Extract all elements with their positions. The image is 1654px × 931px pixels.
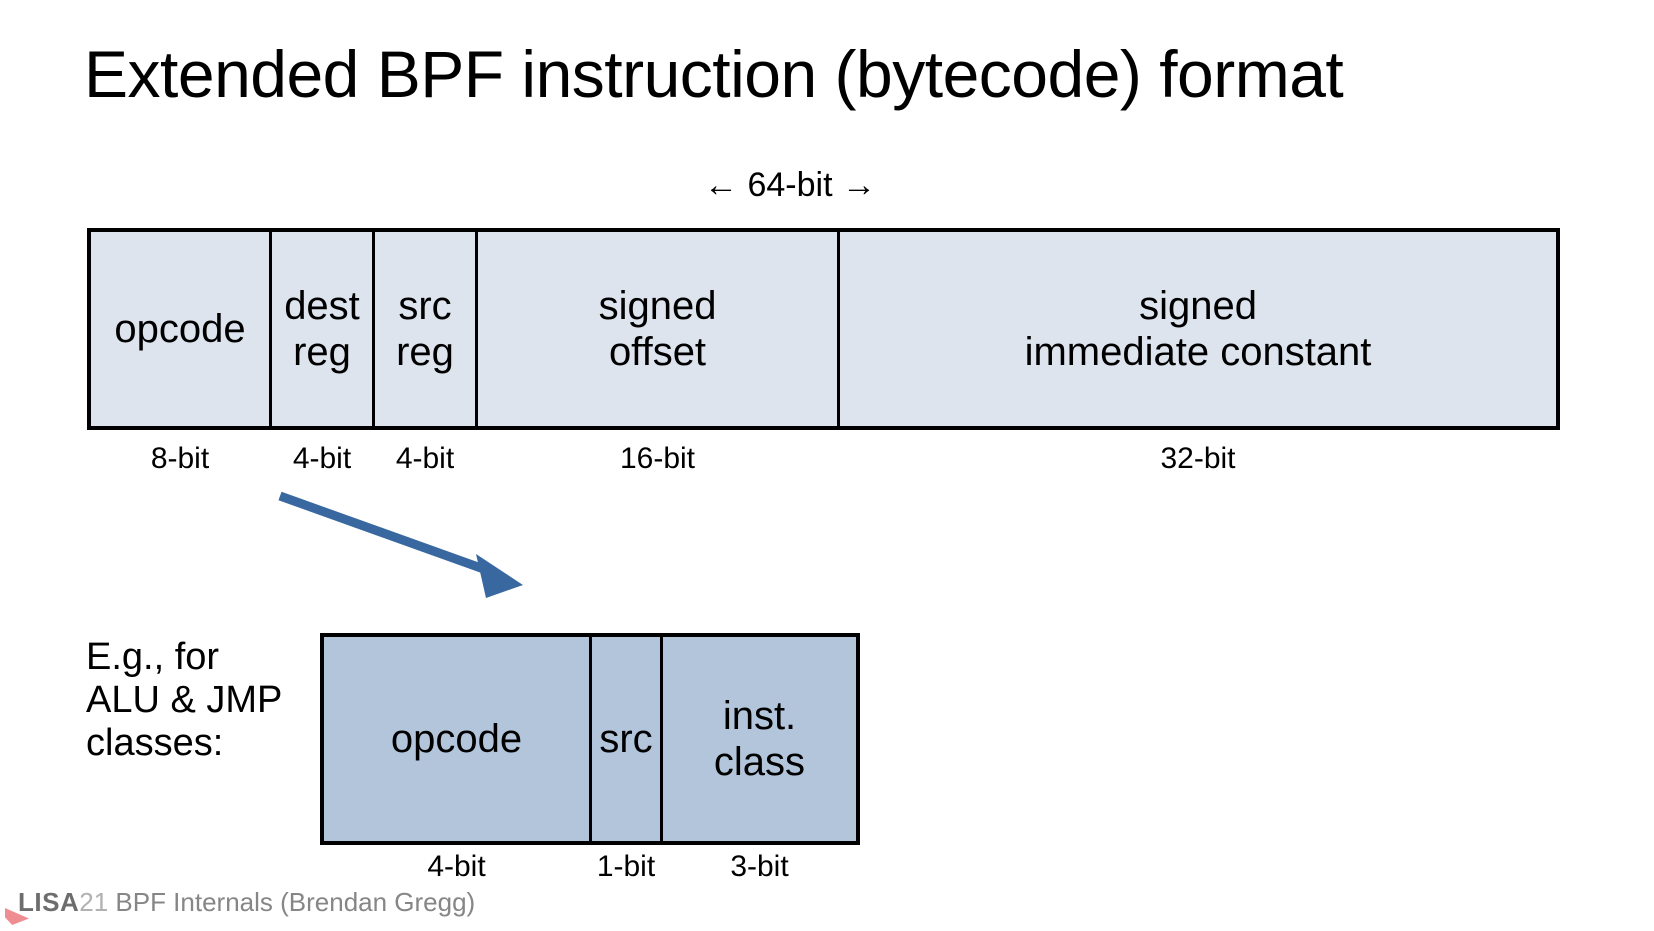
field-cell-src: src: [592, 637, 663, 841]
slide-title: Extended BPF instruction (bytecode) form…: [84, 37, 1344, 111]
bit-width-label: 1-bit: [596, 850, 656, 883]
footer-year: 21: [79, 887, 109, 917]
bit-width-label: 4-bit: [427, 850, 486, 883]
field-cell-src-reg: src reg: [375, 232, 478, 426]
bit-width-label: 16-bit: [619, 442, 696, 475]
bit-width-label: 8-bit: [150, 442, 210, 475]
field-cell-signed-immediate-constant: signed immediate constant: [1024, 284, 1372, 374]
field-cell-opcode: opcode: [91, 232, 272, 426]
field-cell-signed-offset: signed offset: [478, 232, 840, 426]
bit-width-label: 4-bit: [292, 442, 352, 475]
footer-text: BPF Internals (Brendan Gregg): [108, 887, 476, 917]
footer: LISA21 BPF Internals (Brendan Gregg): [18, 887, 475, 918]
field-cell-inst.-class: inst. class: [713, 694, 806, 784]
bit-width-label: 32-bit: [1160, 442, 1236, 475]
bit-width-label: 4-bit: [395, 442, 455, 475]
example-caption: E.g., for ALU & JMP classes:: [86, 636, 283, 764]
field-cell-opcode: opcode: [324, 637, 592, 841]
zoom-arrow-icon: [278, 491, 523, 598]
field-cell-dest-reg: dest reg: [272, 232, 375, 426]
bit-width-label: 3-bit: [730, 850, 789, 883]
footer-brand: LISA: [18, 887, 80, 917]
width-64bit-label: ← 64-bit →: [704, 166, 876, 204]
